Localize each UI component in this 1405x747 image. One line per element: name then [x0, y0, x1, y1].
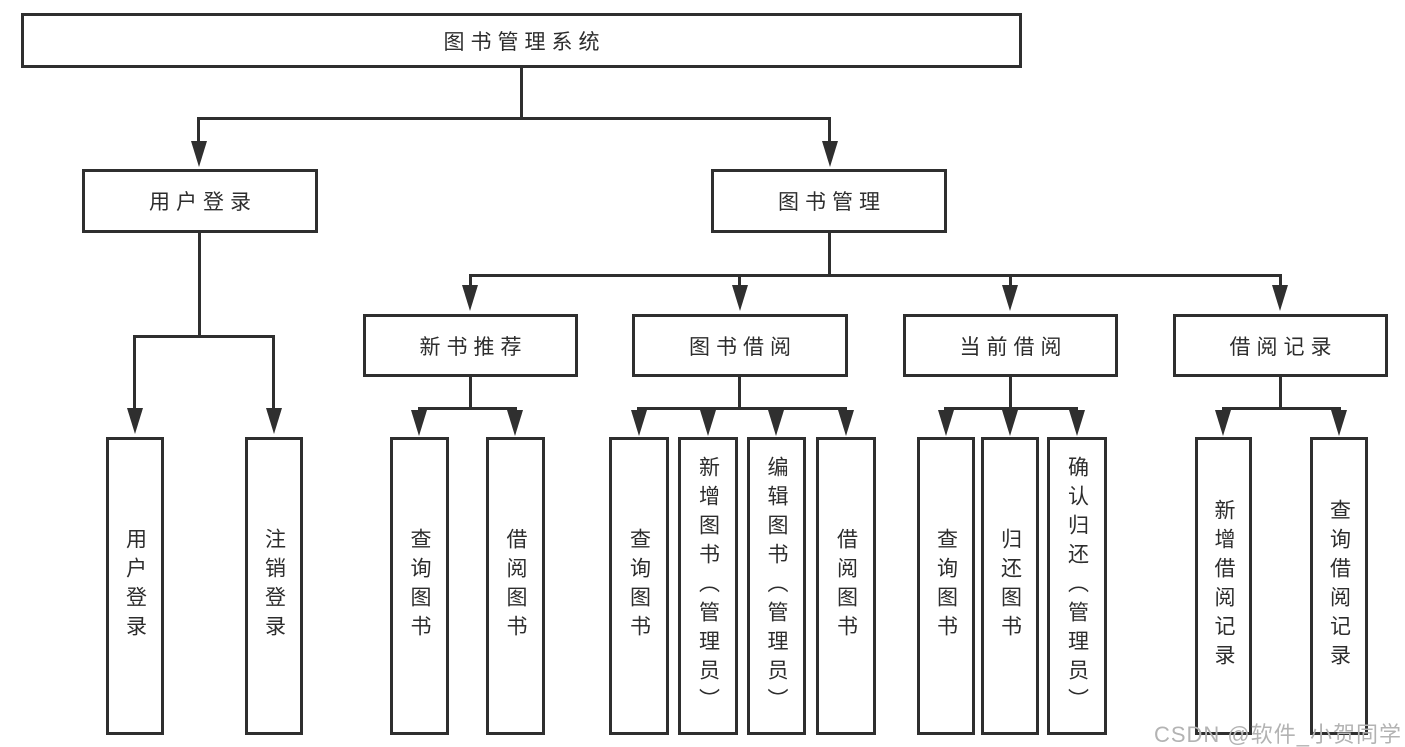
leaf-current-confirm: 确认归还（管理员） — [1047, 437, 1107, 735]
leaf-borrow-edit: 编辑图书（管理员） — [747, 437, 806, 735]
connector-line — [418, 407, 517, 410]
leaf-borrow-book: 借阅图书 — [816, 437, 876, 735]
connector-line — [197, 117, 831, 120]
arrowhead-icon — [838, 410, 854, 436]
connector-line — [1279, 377, 1282, 410]
leaf-logout: 注销登录 — [245, 437, 303, 735]
leaf-label: 用户登录 — [123, 528, 147, 644]
arrowhead-icon — [822, 141, 838, 167]
arrowhead-icon — [1002, 285, 1018, 311]
node-current-borrow: 当前借阅 — [903, 314, 1118, 377]
arrowhead-icon — [266, 408, 282, 434]
connector-line — [133, 335, 275, 338]
connector-line — [738, 377, 741, 410]
node-book-borrow-label: 图书借阅 — [689, 335, 797, 359]
connector-line — [469, 274, 472, 287]
leaf-borrow-query: 查询图书 — [609, 437, 669, 735]
leaf-label: 确认归还（管理员） — [1065, 455, 1089, 717]
leaf-record-add: 新增借阅记录 — [1195, 437, 1252, 735]
connector-line — [1222, 407, 1341, 410]
leaf-label: 编辑图书（管理员） — [765, 455, 788, 717]
leaf-label: 查询图书 — [627, 528, 651, 644]
connector-line — [197, 117, 200, 143]
node-book-borrow: 图书借阅 — [632, 314, 848, 377]
leaf-user-login: 用户登录 — [106, 437, 164, 735]
arrowhead-icon — [462, 285, 478, 311]
leaf-label: 查询借阅记录 — [1327, 499, 1351, 673]
node-borrow-record-label: 借阅记录 — [1229, 335, 1338, 359]
arrowhead-icon — [507, 410, 523, 436]
leaf-newbook-borrow: 借阅图书 — [486, 437, 545, 735]
arrowhead-icon — [127, 408, 143, 434]
arrowhead-icon — [1069, 410, 1085, 436]
connector-line — [828, 117, 831, 143]
node-root: 图书管理系统 — [21, 13, 1022, 68]
connector-line — [198, 233, 201, 337]
connector-line — [637, 407, 847, 410]
leaf-record-query: 查询借阅记录 — [1310, 437, 1368, 735]
node-root-label: 图书管理系统 — [443, 30, 606, 54]
leaf-label: 新增借阅记录 — [1212, 499, 1235, 673]
leaf-label: 注销登录 — [262, 528, 286, 644]
connector-line — [133, 335, 136, 410]
leaf-current-return: 归还图书 — [981, 437, 1039, 735]
connector-line — [738, 274, 741, 287]
arrowhead-icon — [411, 410, 427, 436]
connector-line — [1279, 274, 1282, 287]
node-new-book: 新书推荐 — [363, 314, 578, 377]
node-new-book-label: 新书推荐 — [419, 335, 528, 359]
arrowhead-icon — [938, 410, 954, 436]
arrowhead-icon — [732, 285, 748, 311]
arrowhead-icon — [768, 410, 784, 436]
arrowhead-icon — [1215, 410, 1231, 436]
connector-line — [1009, 377, 1012, 410]
arrowhead-icon — [1272, 285, 1288, 311]
arrowhead-icon — [191, 141, 207, 167]
leaf-label: 借阅图书 — [834, 528, 858, 644]
leaf-label: 归还图书 — [998, 528, 1022, 644]
node-book-mgmt: 图书管理 — [711, 169, 947, 233]
node-user-login-label: 用户登录 — [149, 191, 257, 214]
connector-line — [1009, 274, 1012, 287]
connector-line — [469, 274, 1282, 277]
arrowhead-icon — [1331, 410, 1347, 436]
connector-line — [469, 377, 472, 410]
arrowhead-icon — [631, 410, 647, 436]
leaf-label: 查询图书 — [408, 528, 431, 644]
leaf-label: 借阅图书 — [504, 528, 527, 644]
leaf-borrow-add: 新增图书（管理员） — [678, 437, 738, 735]
node-current-borrow-label: 当前借阅 — [959, 335, 1068, 359]
node-user-login: 用户登录 — [82, 169, 318, 233]
leaf-newbook-query: 查询图书 — [390, 437, 449, 735]
connector-line — [520, 67, 523, 119]
connector-line — [828, 233, 831, 276]
leaf-label: 查询图书 — [934, 528, 958, 644]
connector-line — [944, 407, 1078, 410]
arrowhead-icon — [1002, 410, 1018, 436]
node-book-mgmt-label: 图书管理 — [778, 191, 886, 214]
watermark-text: CSDN @软件_小贺同学 — [1153, 722, 1402, 747]
arrowhead-icon — [700, 410, 716, 436]
connector-line — [272, 335, 275, 410]
leaf-current-query: 查询图书 — [917, 437, 975, 735]
node-borrow-record: 借阅记录 — [1173, 314, 1388, 377]
leaf-label: 新增图书（管理员） — [696, 455, 720, 717]
